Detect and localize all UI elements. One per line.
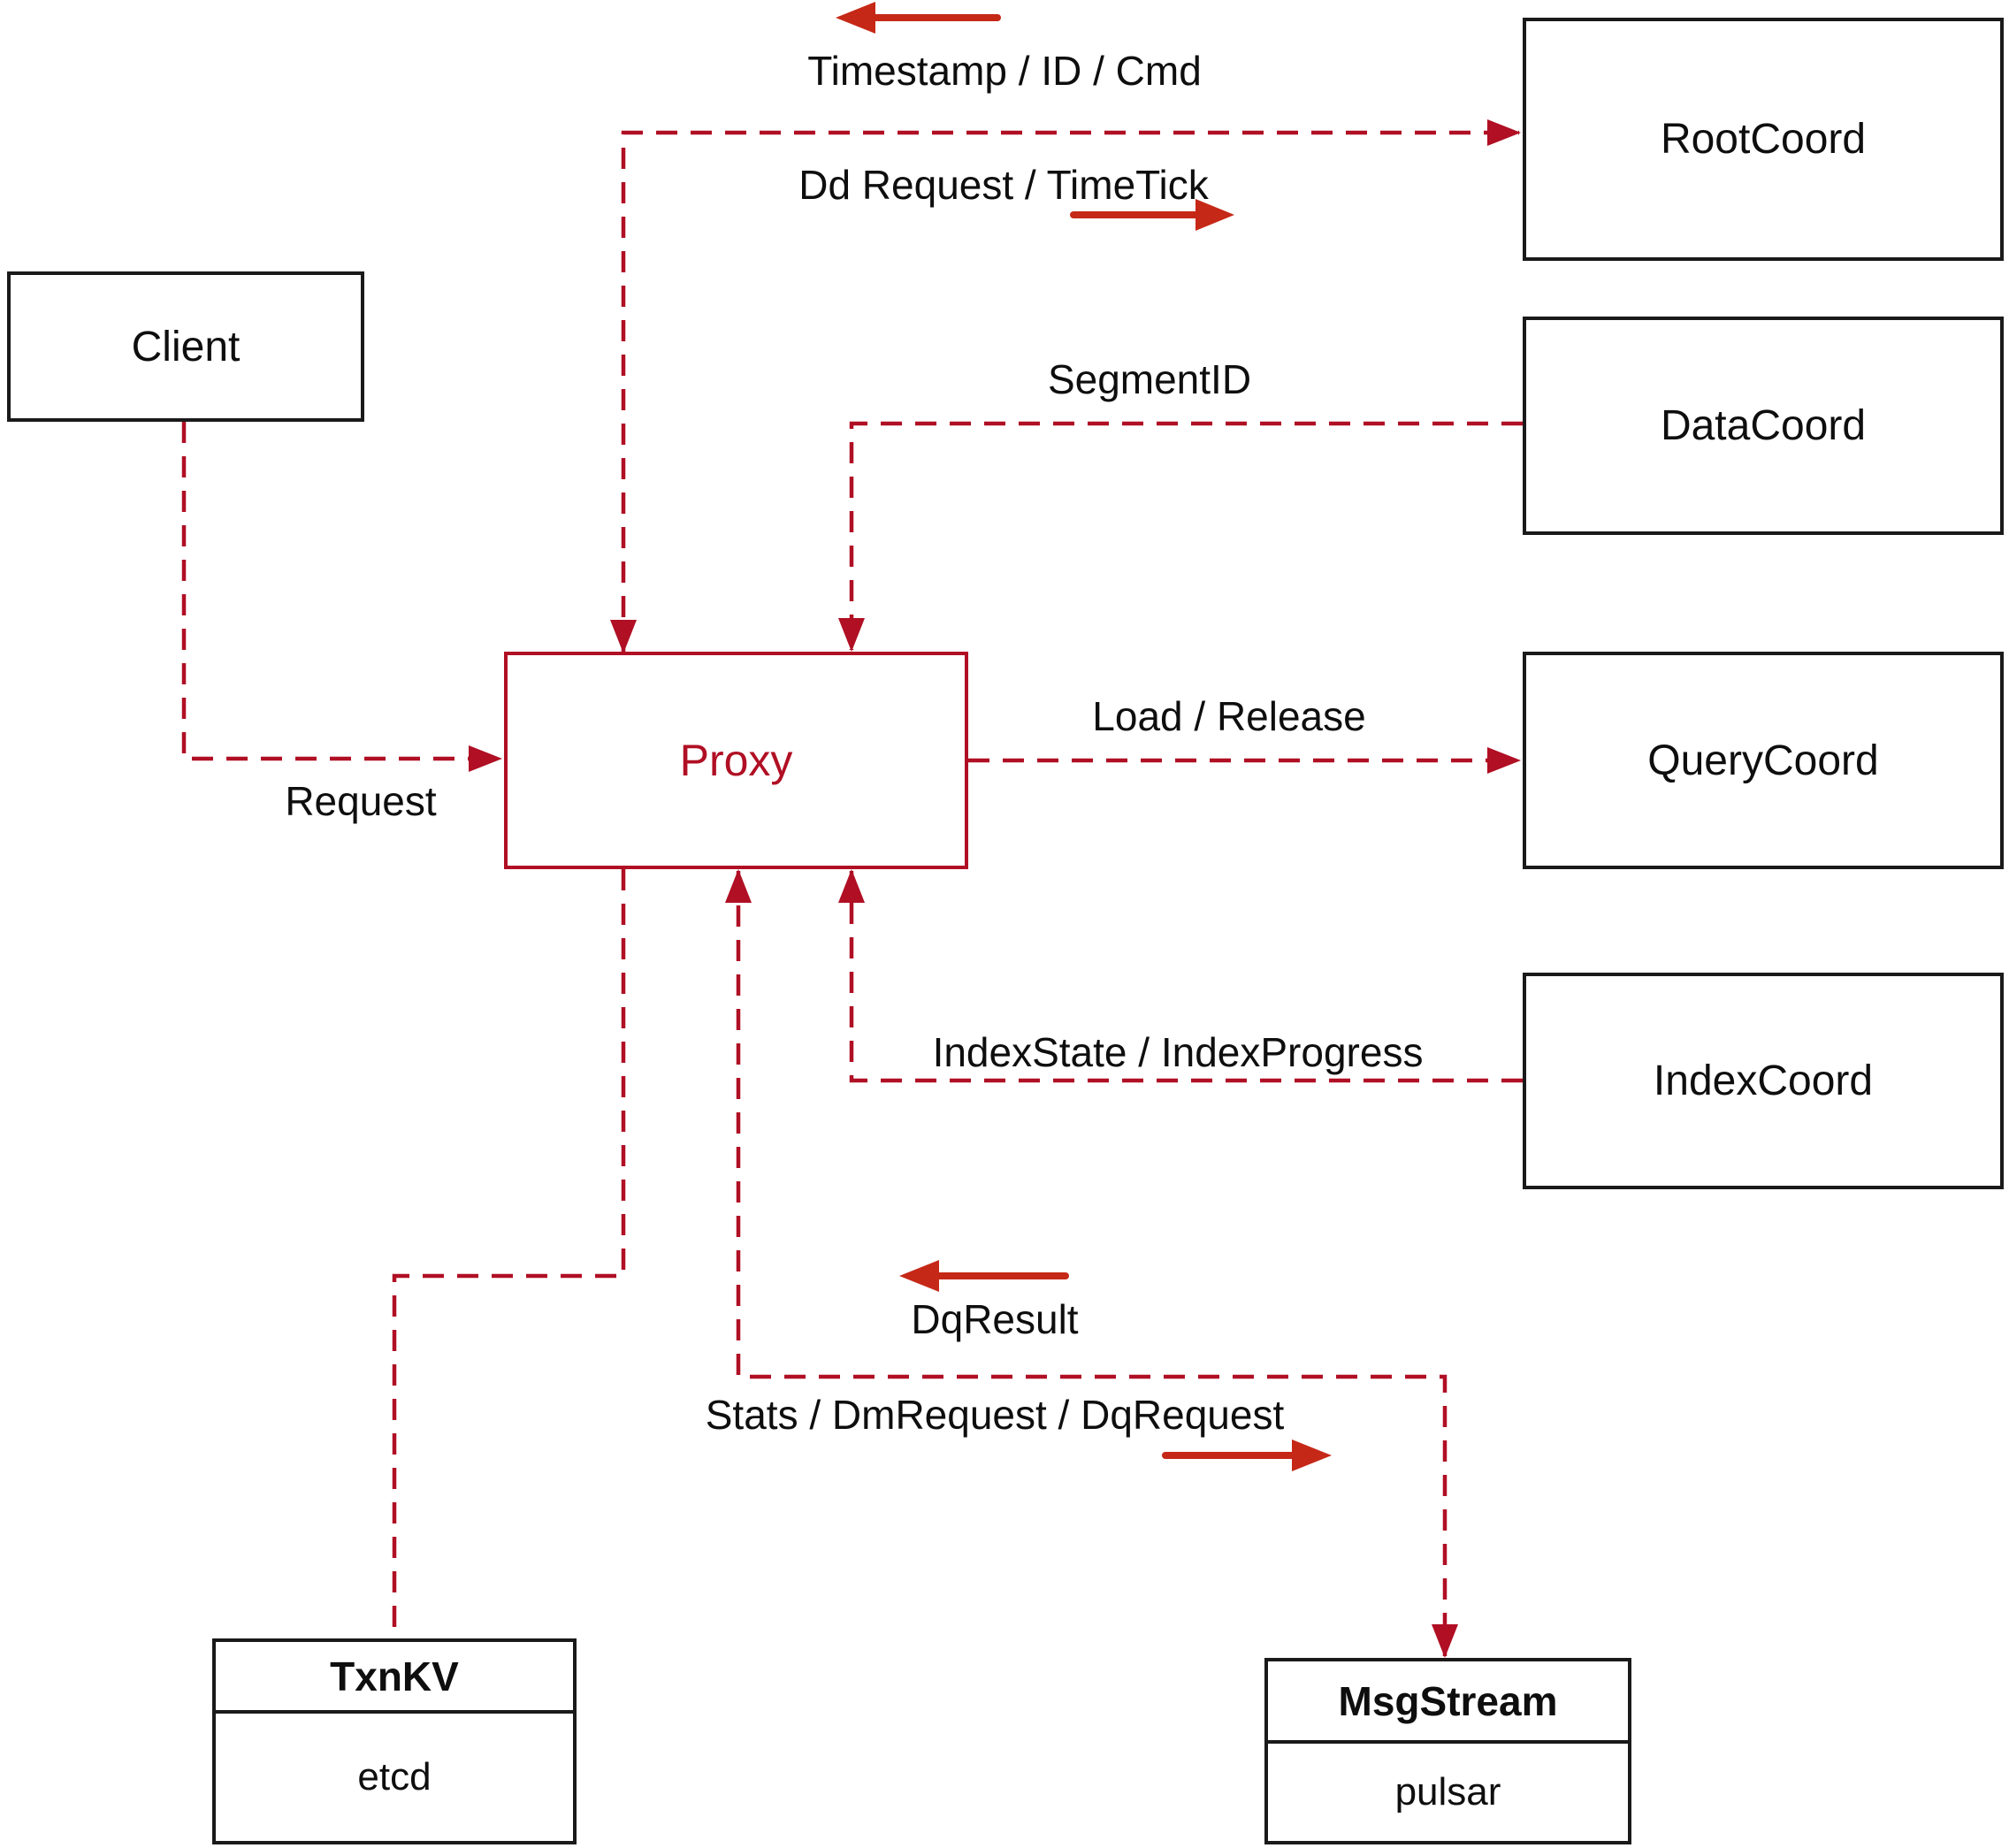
node-msgstream-title: MsgStream: [1268, 1661, 1628, 1744]
node-msgstream-subtitle: pulsar: [1394, 1770, 1501, 1814]
edge-label-stats: Stats / DmRequest / DqRequest: [705, 1392, 1285, 1438]
node-indexcoord-label: IndexCoord: [1653, 1058, 1874, 1104]
node-indexcoord: IndexCoord: [1523, 973, 2004, 1189]
node-client: Client: [7, 271, 364, 422]
node-proxy-label: Proxy: [679, 736, 793, 785]
node-msgstream: MsgStream pulsar: [1264, 1658, 1631, 1844]
edge-label-segment-id: SegmentID: [1047, 356, 1252, 402]
edge-label-dq-result: DqResult: [911, 1296, 1079, 1342]
node-proxy: Proxy: [504, 652, 968, 869]
edge-label-index-state: IndexState / IndexProgress: [932, 1029, 1424, 1075]
node-querycoord: QueryCoord: [1523, 652, 2004, 869]
connector-proxy-txnkv: [392, 869, 626, 1637]
flow-arrow-right-stats: [1162, 1439, 1332, 1471]
node-rootcoord-label: RootCoord: [1660, 116, 1867, 163]
node-client-label: Client: [131, 323, 241, 370]
edge-label-load-release: Load / Release: [1092, 693, 1366, 739]
connector-proxy-msgstream: [725, 869, 1458, 1658]
connector-proxy-rootcoord: [610, 119, 1521, 653]
node-querycoord-label: QueryCoord: [1647, 737, 1879, 784]
node-txnkv-title: TxnKV: [216, 1642, 573, 1714]
node-datacoord-label: DataCoord: [1660, 402, 1867, 449]
node-datacoord: DataCoord: [1523, 317, 2004, 535]
connector-client-proxy: [181, 422, 502, 772]
connector-datacoord-proxy: [838, 421, 1523, 652]
node-txnkv: TxnKV etcd: [212, 1638, 577, 1844]
node-txnkv-subtitle: etcd: [357, 1755, 432, 1798]
node-rootcoord: RootCoord: [1523, 18, 2004, 261]
flow-arrow-left-timestamp: [836, 2, 1001, 34]
flow-arrow-left-dqresult: [899, 1260, 1069, 1292]
edge-label-request: Request: [285, 778, 437, 824]
flow-arrow-right-ddrequest: [1070, 199, 1234, 231]
edge-label-dd-request: Dd Request / TimeTick: [798, 162, 1209, 208]
edge-label-timestamp: Timestamp / ID / Cmd: [807, 48, 1202, 94]
